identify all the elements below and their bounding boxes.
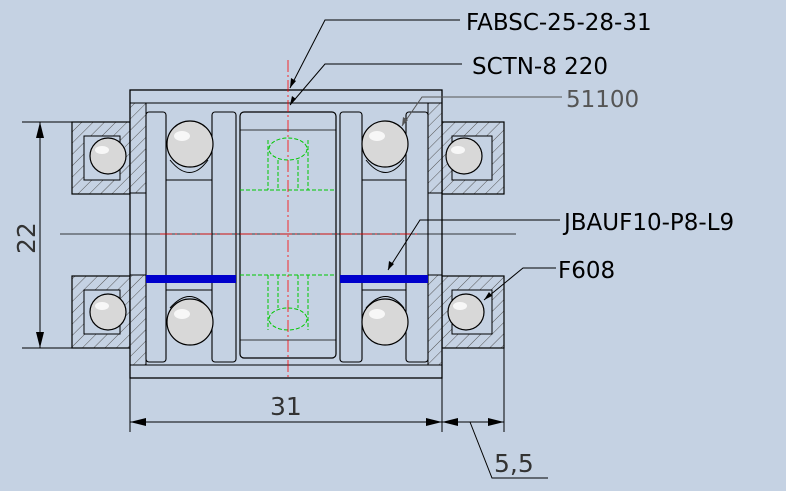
outer-bearing-left-bottom — [71, 275, 131, 349]
dim-31-arrow-left — [130, 418, 146, 426]
outer-bearing-right-bottom — [441, 275, 505, 349]
dimension-31 — [129, 378, 443, 432]
label-jbauf: JBAUF10-P8-L9 — [562, 210, 734, 236]
leader-lines — [289, 19, 562, 301]
dim-22-arrow-top — [36, 122, 44, 138]
dim-text-5-5: 5,5 — [494, 449, 534, 478]
dim-text-31: 31 — [270, 392, 302, 421]
label-sctn: SCTN-8 220 — [472, 54, 608, 80]
dim-text-22: 22 — [12, 222, 41, 254]
thrust-bearing-right — [339, 111, 429, 363]
dimension-22 — [22, 121, 72, 349]
thrust-bearing-left — [145, 111, 237, 363]
outer-bearing-right-top — [441, 121, 505, 195]
leader-arrows — [290, 78, 492, 300]
outer-bearing-left-top — [71, 121, 131, 195]
label-51100: 51100 — [566, 87, 639, 113]
label-fabsc: FABSC-25-28-31 — [466, 10, 652, 36]
label-f608: F608 — [558, 258, 615, 284]
dim-5-5-arrow-left — [442, 418, 458, 426]
dim-22-arrow-bottom — [36, 332, 44, 348]
spacer-left — [146, 275, 236, 283]
dim-5-5-arrow-right — [488, 418, 504, 426]
spacer-right — [340, 275, 428, 283]
dim-31-arrow-right — [426, 418, 442, 426]
